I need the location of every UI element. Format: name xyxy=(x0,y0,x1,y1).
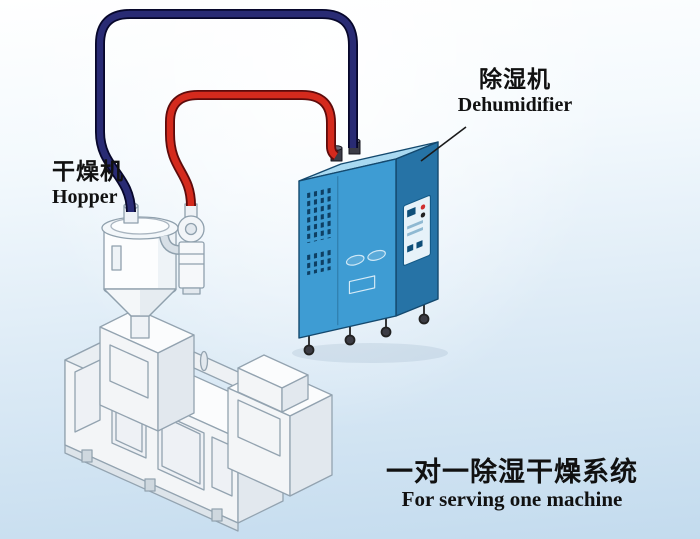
dehumidifier-label: 除湿机 Dehumidifier xyxy=(440,67,590,116)
dehumidifier-callout-line xyxy=(420,126,467,162)
hopper-throat xyxy=(130,315,150,339)
hopper-dryer xyxy=(101,202,179,339)
cabinet-front-face xyxy=(298,158,397,339)
dryer-label: 干燥机 Hopper xyxy=(52,159,192,208)
pedestal-panel xyxy=(109,344,149,399)
panel-indicator-dark xyxy=(420,212,426,218)
machine-foot xyxy=(211,508,223,522)
front-oval-handle xyxy=(367,249,386,261)
hopper-cone-outline xyxy=(103,288,177,317)
filter-canister xyxy=(178,241,205,289)
gearbox-side xyxy=(289,394,333,497)
hopper-cone-shade xyxy=(140,289,176,316)
machine-door-b xyxy=(157,411,205,491)
pipe-navy xyxy=(95,9,358,213)
dryer-label-en: Hopper xyxy=(52,185,118,208)
pipe-red-body xyxy=(166,91,338,207)
machine-door-b-inner xyxy=(161,415,201,485)
panel-slot xyxy=(407,226,423,237)
system-title-en: For serving one machine xyxy=(401,487,623,512)
system-title: 一对一除湿干燥系统 For serving one machine xyxy=(378,457,646,512)
panel-indicator-red xyxy=(420,204,426,210)
system-title-cn: 一对一除湿干燥系统 xyxy=(386,457,638,488)
barrel-flange xyxy=(199,350,209,372)
front-oval-handle xyxy=(345,254,365,266)
cabinet-shadow xyxy=(292,343,448,363)
cabinet-control-panel xyxy=(402,194,431,266)
hopper-sight-glass xyxy=(111,245,122,271)
front-nameplate xyxy=(348,275,376,295)
blower-elbow-pipe xyxy=(160,235,181,254)
machine-door-c xyxy=(211,436,233,497)
panel-slot xyxy=(407,219,423,230)
dehumidifier-label-cn: 除湿机 xyxy=(479,67,551,93)
extruder-machine xyxy=(64,308,333,532)
panel-button xyxy=(407,243,414,253)
gearbox-panel xyxy=(237,399,281,457)
machine-foot xyxy=(144,478,156,492)
topbox-side xyxy=(281,374,309,413)
drying-blower xyxy=(159,203,205,295)
cabinet-casters xyxy=(303,305,430,356)
dehumidifier-cabinet xyxy=(298,138,439,356)
blower-fan-hub xyxy=(184,222,198,236)
pipe-navy-body xyxy=(96,10,357,213)
dryer-label-cn: 干燥机 xyxy=(52,159,124,185)
panel-button xyxy=(416,240,423,249)
machine-end-panel xyxy=(74,359,101,433)
machine-foot xyxy=(81,449,93,463)
cabinet-vents xyxy=(307,176,386,326)
dehumidifier-label-en: Dehumidifier xyxy=(457,93,573,116)
filter-base xyxy=(182,287,201,295)
hopper-lid-inner xyxy=(110,217,170,235)
panel-display xyxy=(407,207,416,218)
pedestal-side xyxy=(157,334,195,432)
pipe-red xyxy=(165,90,339,207)
